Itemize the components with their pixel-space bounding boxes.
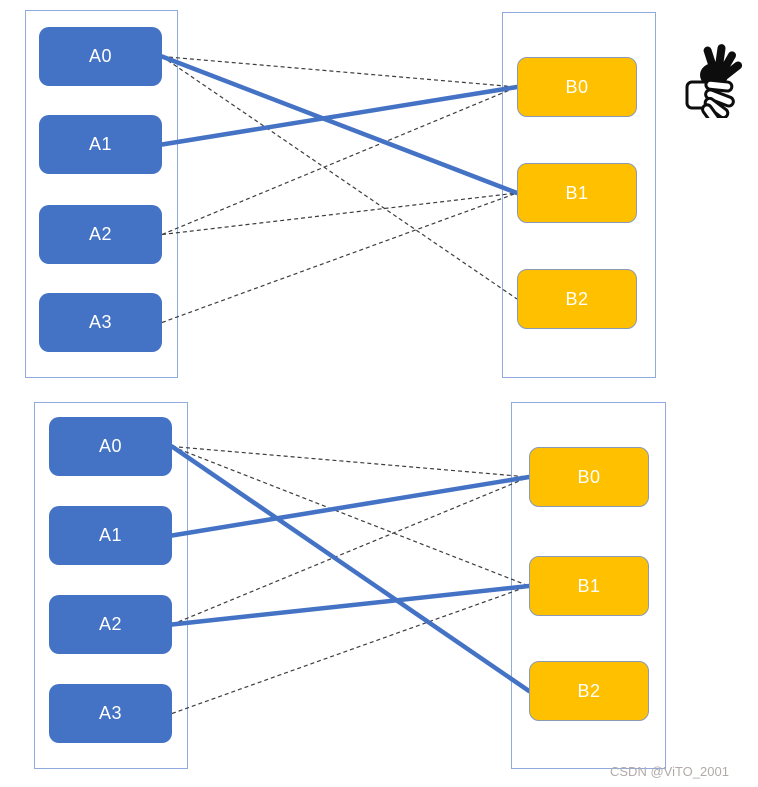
edge-top-A0-B0 bbox=[161, 55, 518, 88]
edge-top-A2-B0 bbox=[161, 86, 518, 236]
top-node-b2: B2 bbox=[517, 269, 637, 329]
edge-top-A1-B0 bbox=[159, 84, 520, 147]
top-node-a0: A0 bbox=[39, 27, 162, 86]
edge-bottom-A0-B1 bbox=[171, 445, 530, 587]
edge-bottom-A0-B2 bbox=[169, 444, 532, 694]
edge-bottom-A1-B0 bbox=[169, 474, 532, 538]
edge-top-A2-B1 bbox=[161, 192, 518, 236]
top-node-b0: B0 bbox=[517, 57, 637, 117]
edge-bottom-A2-B0 bbox=[171, 476, 530, 626]
edge-bottom-A0-B0 bbox=[171, 445, 530, 478]
edge-bottom-A3-B1 bbox=[171, 585, 530, 715]
bottom-node-b2: B2 bbox=[529, 661, 649, 721]
edge-top-A3-B1 bbox=[161, 192, 518, 324]
top-node-b1: B1 bbox=[517, 163, 637, 223]
bottom-node-a2: A2 bbox=[49, 595, 172, 654]
edge-top-A0-B2 bbox=[161, 56, 518, 300]
top-node-a2: A2 bbox=[39, 205, 162, 264]
edge-bottom-A2-B1 bbox=[169, 583, 532, 627]
bottom-node-a3: A3 bbox=[49, 684, 172, 743]
top-node-a3: A3 bbox=[39, 293, 162, 352]
bottom-node-a1: A1 bbox=[49, 506, 172, 565]
bottom-node-b0: B0 bbox=[529, 447, 649, 507]
top-node-a1: A1 bbox=[39, 115, 162, 174]
edge-top-A0-B1 bbox=[159, 54, 520, 196]
bottom-node-a0: A0 bbox=[49, 417, 172, 476]
watermark-text: CSDN @ViTO_2001 bbox=[610, 764, 729, 779]
sign-language-hand-icon bbox=[685, 44, 743, 118]
bottom-node-b1: B1 bbox=[529, 556, 649, 616]
